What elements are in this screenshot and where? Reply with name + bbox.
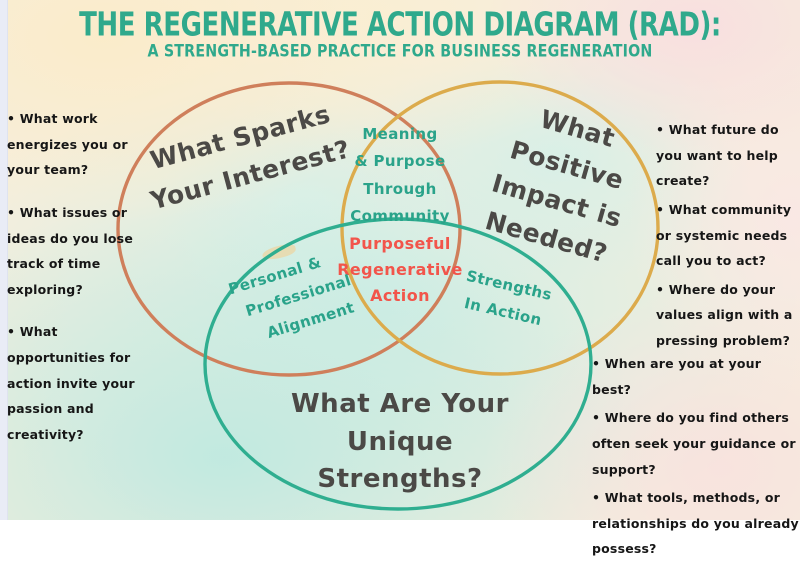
question-item: • What future do you want to help create… — [656, 122, 779, 189]
question-item: • What issues or ideas do you lose track… — [7, 204, 134, 297]
impact-circle — [340, 80, 660, 376]
heading-line: Strengths? — [317, 464, 483, 495]
question-item: • What community or systemic needs call … — [656, 201, 792, 269]
right-bottom-questions-list: • When are you at your best? • Where do … — [592, 351, 800, 565]
overlap-line: & Purpose — [354, 152, 446, 171]
left-questions-list: • What work energizes you or your team? … — [7, 106, 159, 465]
overlap-purposeful-regenerative-action: Purposeful Regenerative Action — [335, 231, 465, 309]
overlap-line: Through — [363, 179, 437, 198]
heading-line: What Are Your — [291, 389, 509, 419]
overlap-line: Purposeful — [349, 234, 451, 253]
strengths-circle-heading: What Are Your Unique Strengths? — [285, 386, 515, 499]
page-subtitle: A STRENGTH-BASED PRACTICE FOR BUSINESS R… — [147, 41, 653, 62]
overlap-line: Meaning — [362, 125, 438, 143]
overlap-meaning-purpose: Meaning & Purpose Through Community — [341, 121, 459, 230]
question-item: • What opportunities for action invite y… — [7, 324, 135, 442]
question-item: • When are you at your best? — [592, 356, 762, 397]
heading-line: Unique — [346, 426, 454, 457]
page-title: THE REGENERATIVE ACTION DIAGRAM (RAD): — [79, 5, 721, 44]
question-item: • Where do you find others often seek yo… — [592, 410, 796, 477]
question-item: • What tools, methods, or relationships … — [592, 490, 799, 557]
right-top-questions-list: • What future do you want to help create… — [656, 117, 800, 357]
interest-circle — [116, 81, 462, 377]
question-item: • Where do your values align with a pres… — [656, 281, 793, 348]
header: THE REGENERATIVE ACTION DIAGRAM (RAD): A… — [0, 5, 800, 62]
question-item: • What work energizes you or your team? — [7, 111, 128, 178]
page-edge — [0, 0, 8, 520]
overlap-line: Action — [370, 285, 430, 305]
overlap-line: Community — [350, 206, 450, 225]
strengths-circle — [203, 217, 593, 511]
overlap-line: Regenerative — [337, 259, 463, 279]
venn-diagram — [116, 80, 660, 511]
